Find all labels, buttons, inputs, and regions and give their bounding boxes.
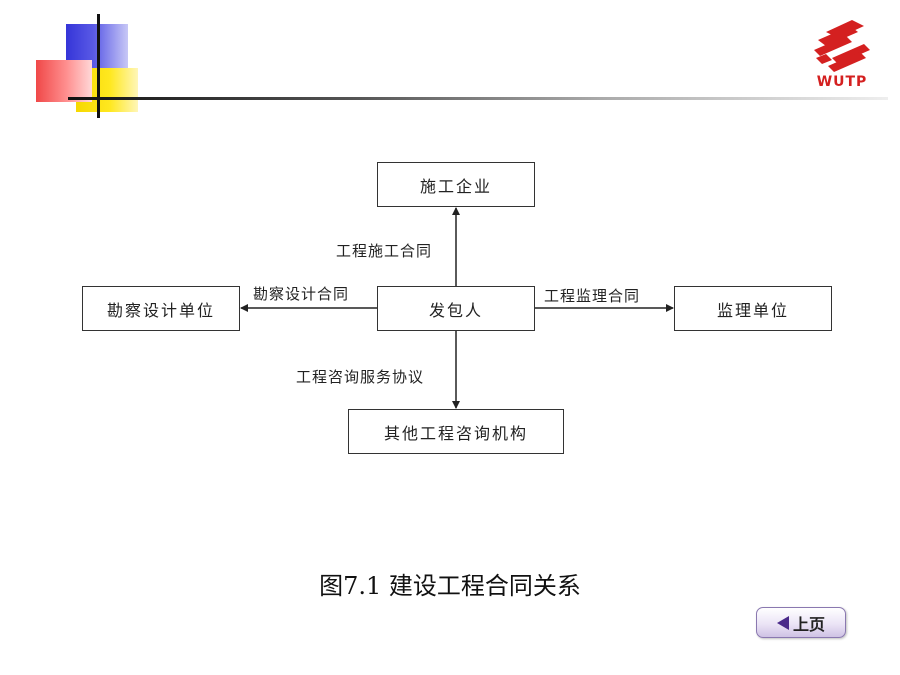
decor-vertical-line	[97, 14, 100, 118]
decor-square-red	[36, 60, 92, 102]
prev-page-button[interactable]: 上页	[756, 607, 846, 638]
node-survey-design-unit: 勘察设计单位	[82, 286, 240, 331]
edge-label-construction-contract: 工程施工合同	[336, 242, 433, 260]
header-rule	[68, 97, 888, 100]
edge-label-supervision-contract: 工程监理合同	[544, 287, 641, 305]
edge-label-survey-design-contract: 勘察设计合同	[253, 285, 350, 303]
wutp-logo-icon	[814, 20, 870, 72]
node-supervision-unit: 监理单位	[674, 286, 832, 331]
node-construction-company: 施工企业	[377, 162, 535, 207]
triangle-left-icon	[776, 615, 789, 630]
figure-caption: 图7.1 建设工程合同关系	[319, 572, 581, 600]
logo-text: WUTP	[816, 74, 868, 90]
prev-page-label: 上页	[792, 614, 825, 634]
node-employer: 发包人	[377, 286, 535, 331]
edge-label-consulting-agreement: 工程咨询服务协议	[296, 368, 425, 386]
node-consulting-agency: 其他工程咨询机构	[348, 409, 564, 454]
